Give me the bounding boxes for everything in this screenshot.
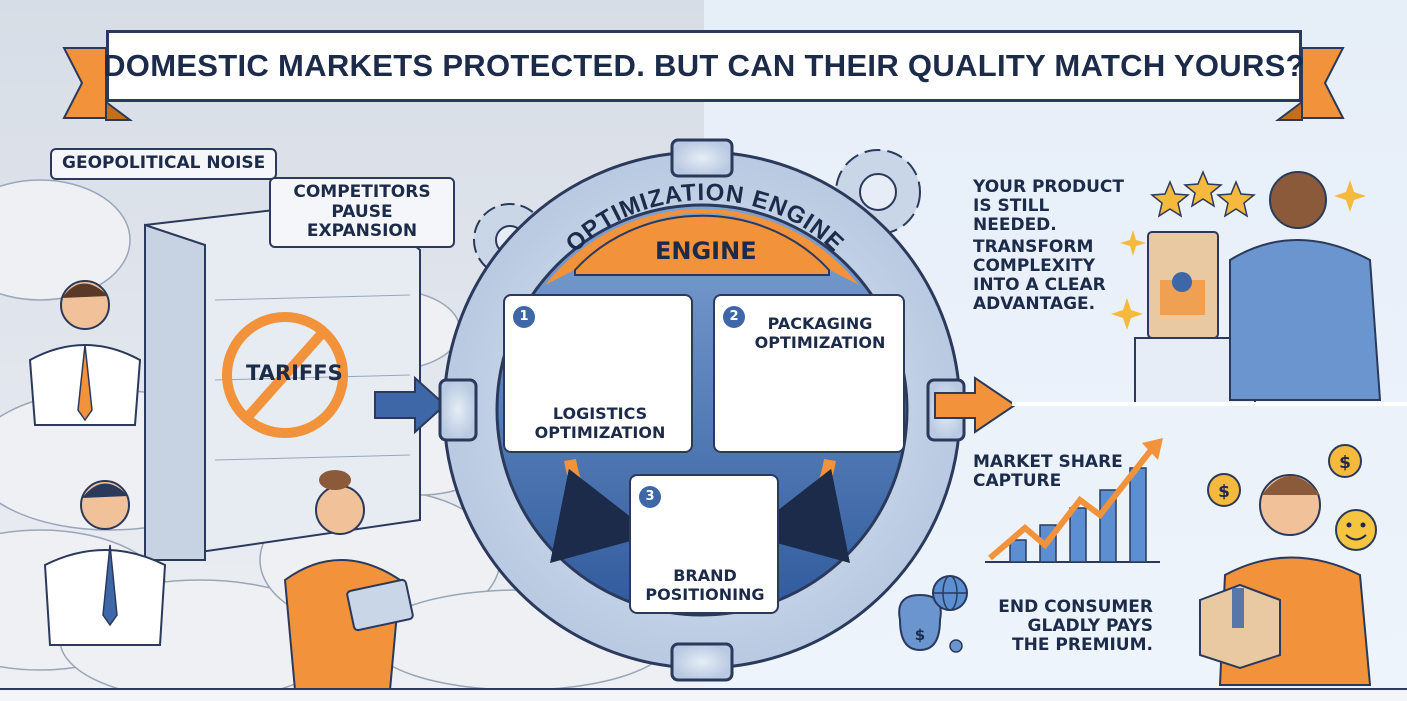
right-divider	[1012, 402, 1407, 406]
step-title-logistics: LOGISTICS OPTIMIZATION	[534, 404, 666, 443]
stressed-person-3	[283, 470, 414, 691]
tariff-wall	[144, 198, 421, 562]
tariffs-sign: TARIFFS	[246, 361, 343, 385]
engine-badge: ENGINE	[655, 237, 757, 265]
transform-complexity-text: TRANSFORM COMPLEXITY INTO A CLEAR ADVANT…	[973, 237, 1106, 315]
money-bag-icon: $	[898, 593, 942, 652]
geopolitical-noise-label: GEOPOLITICAL NOISE	[50, 148, 278, 180]
step-number-3: 3	[639, 486, 661, 508]
end-consumer-text: END CONSUMER GLADLY PAYS THE PREMIUM.	[998, 597, 1153, 656]
dollar-icon: $ $	[1207, 444, 1362, 507]
globe-icon	[932, 575, 968, 611]
smiley-icon	[1335, 509, 1377, 551]
competitors-pause-label: COMPETITORS PAUSE EXPANSION	[269, 177, 455, 248]
banner-ribbon-right	[1275, 47, 1345, 121]
step-card-brand: 3 BRAND POSITIONING	[629, 474, 779, 614]
banner-ribbon-left	[62, 47, 133, 121]
step-card-logistics: 1 LOGISTICS OPTIMIZATION	[503, 294, 693, 453]
stressed-person-2	[43, 480, 167, 646]
page-title: DOMESTIC MARKETS PROTECTED. BUT CAN THEI…	[103, 48, 1305, 83]
market-share-text: MARKET SHARE CAPTURE	[973, 452, 1123, 492]
bottom-border	[0, 688, 1407, 701]
confident-person	[1134, 171, 1382, 404]
star-icon	[1150, 170, 1256, 218]
step-title-packaging: PACKAGING OPTIMIZATION	[754, 314, 886, 353]
step-number-1: 1	[513, 306, 535, 328]
product-needed-text: YOUR PRODUCT IS STILL NEEDED.	[973, 177, 1124, 236]
market-share-chart	[985, 438, 1163, 563]
happy-consumer	[1199, 474, 1372, 686]
svg-text:$: $	[1339, 453, 1351, 473]
arrow-icon	[374, 375, 447, 435]
step-card-packaging: 2 PACKAGING OPTIMIZATION	[713, 294, 905, 453]
step-title-brand: BRAND POSITIONING	[645, 566, 765, 605]
svg-text:$: $	[915, 626, 925, 644]
arrow-icon	[934, 376, 1017, 434]
stressed-person-1	[28, 280, 142, 426]
step-number-2: 2	[723, 306, 745, 328]
title-banner: DOMESTIC MARKETS PROTECTED. BUT CAN THEI…	[103, 30, 1305, 102]
svg-text:$: $	[1218, 482, 1230, 502]
